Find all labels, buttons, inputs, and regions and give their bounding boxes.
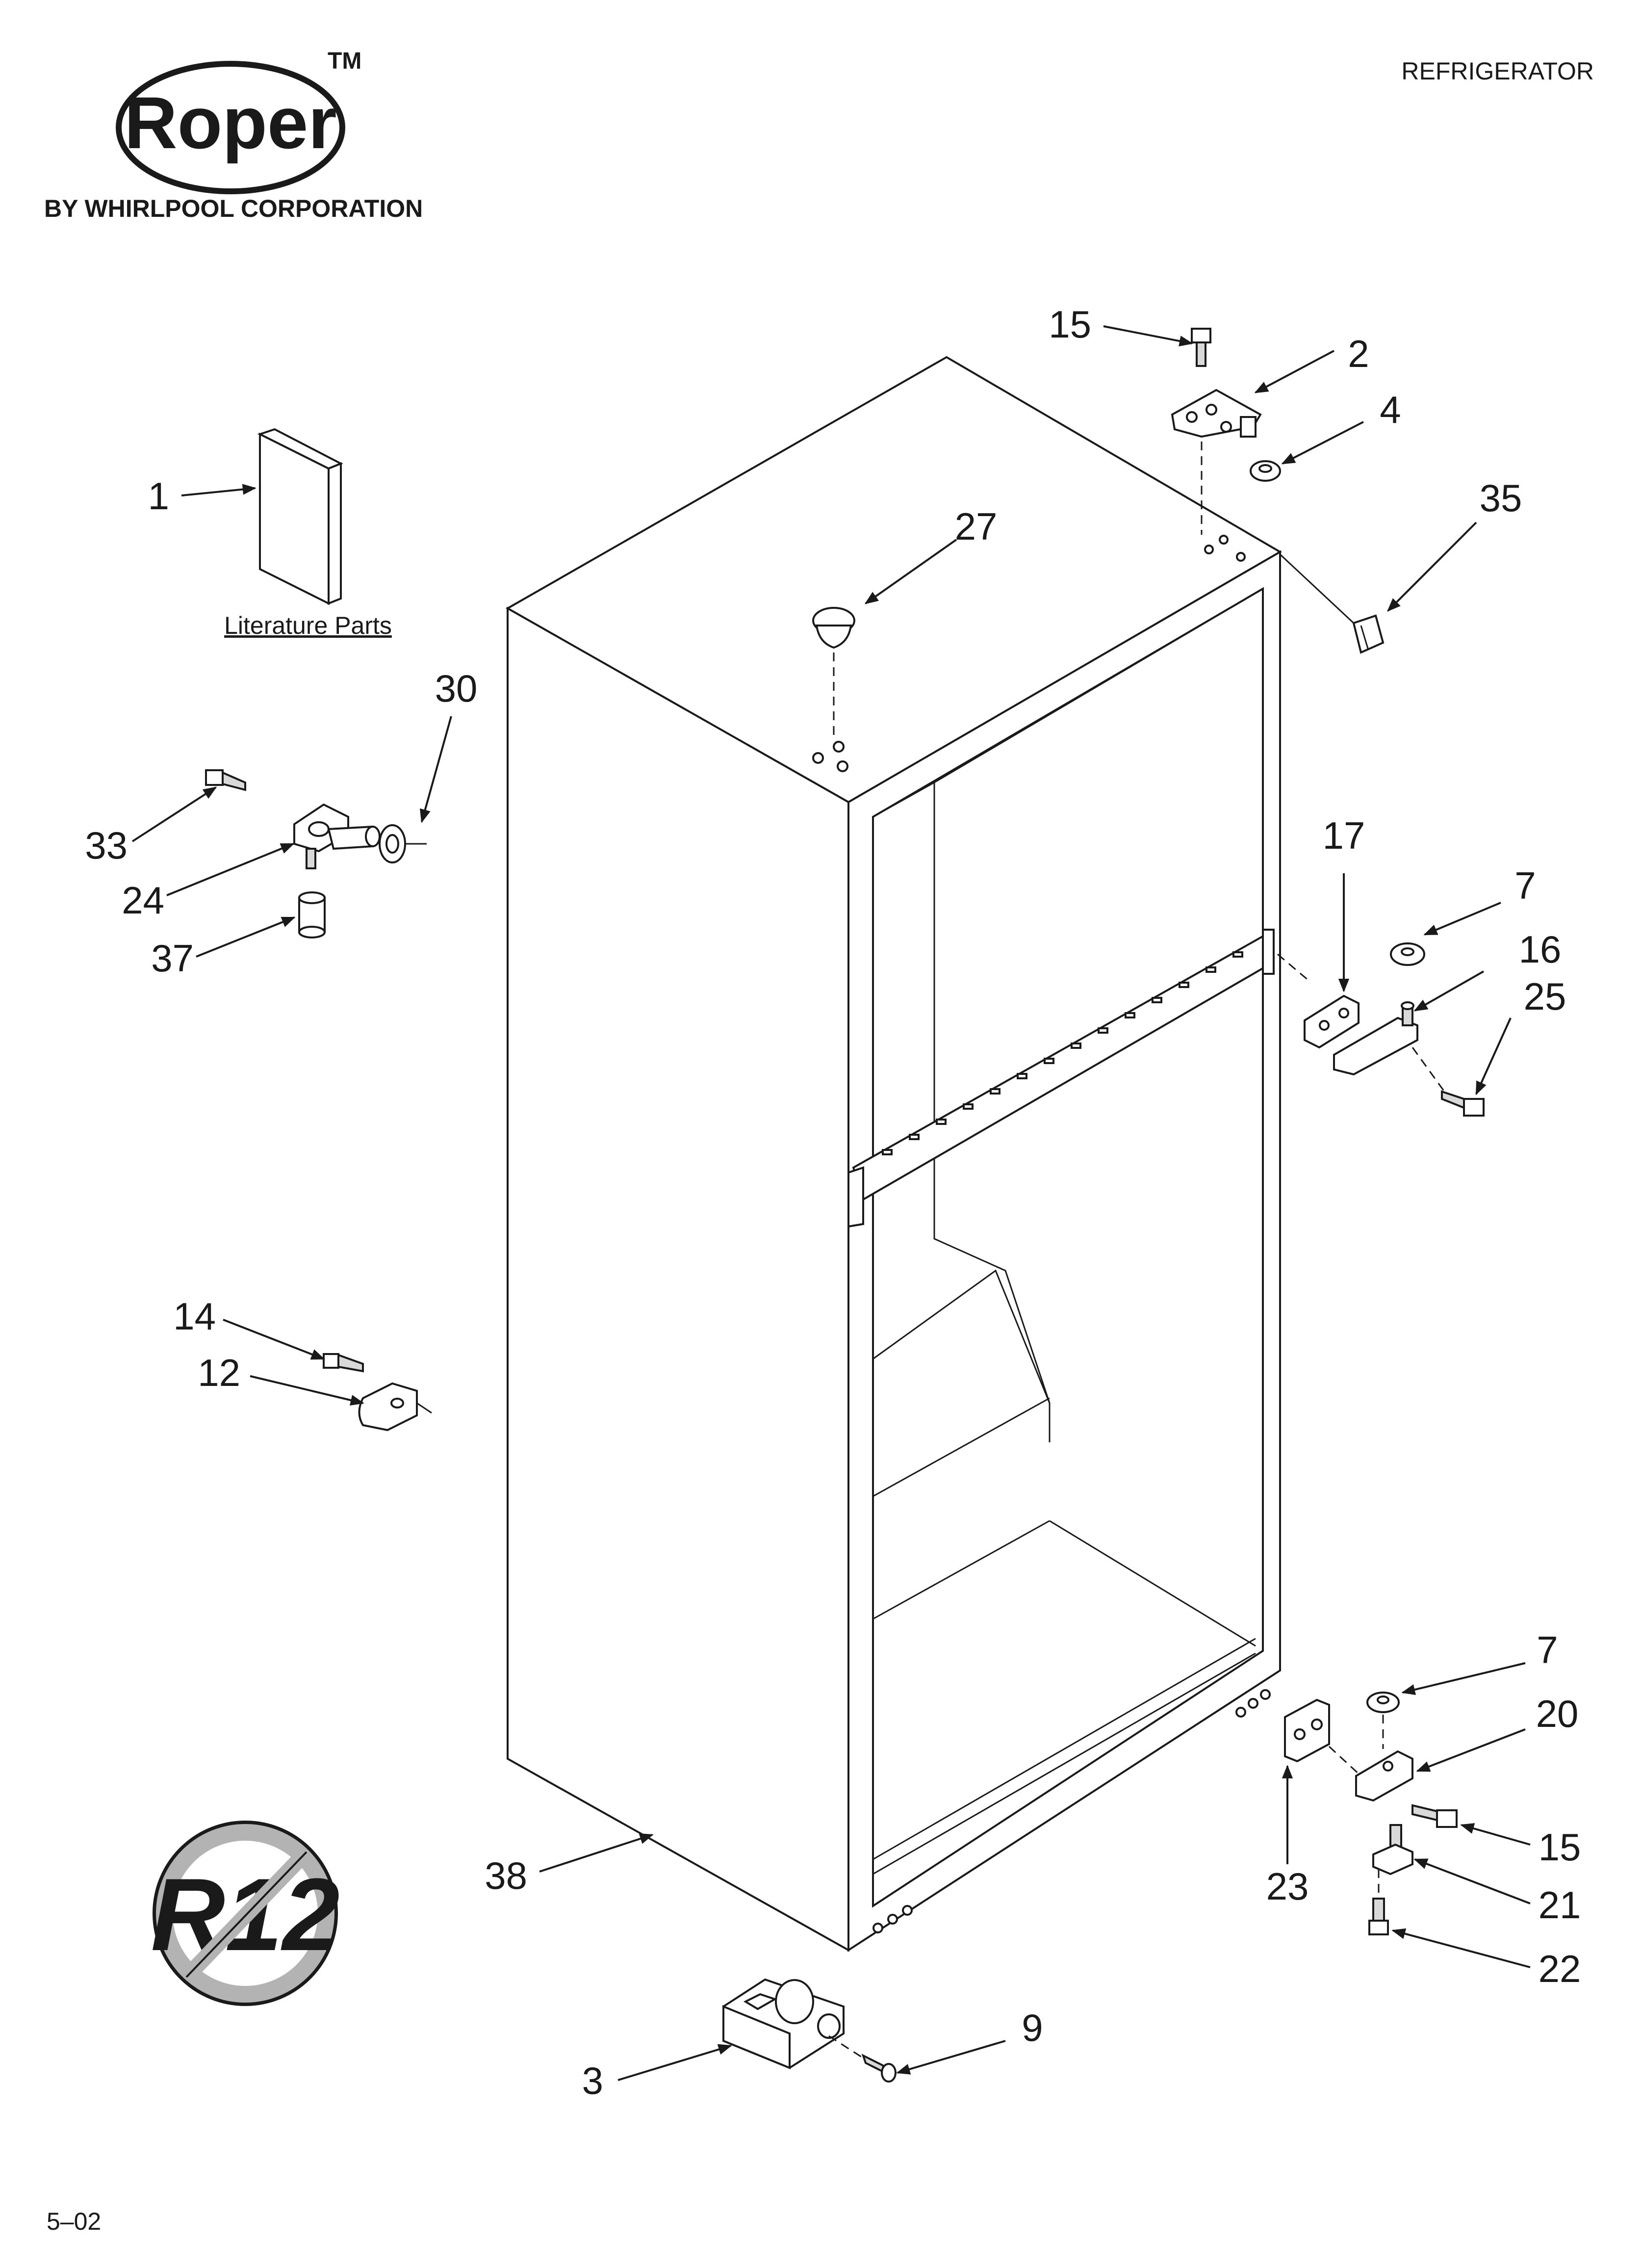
hinge-pin-21 [1372, 1824, 1413, 1876]
cabinet-front-frame [847, 550, 1281, 1952]
liner-floor-right [1049, 1520, 1256, 1647]
product-title: REFRIGERATOR [1401, 57, 1594, 85]
liner-left-wall [933, 782, 1051, 1442]
callout-27: 27 [955, 505, 998, 548]
hinge-clip-12 [358, 1382, 418, 1432]
r12-badge: R12 [151, 1821, 340, 2006]
cabinet-side-face [507, 606, 849, 1952]
callout-37: 37 [151, 937, 194, 980]
callout-15-bottom: 15 [1539, 1825, 1581, 1869]
brand-name: Roper [124, 81, 336, 164]
literature-label: Literature Parts [224, 612, 392, 639]
screw-14 [323, 1353, 364, 1373]
roller-wheel [775, 1979, 814, 2024]
callout-33: 33 [85, 824, 128, 867]
hinge-pin-24 [293, 803, 381, 869]
callout-21: 21 [1539, 1883, 1581, 1927]
bottom-hinge-centerline-1 [1328, 1746, 1362, 1777]
callout-20: 20 [1536, 1692, 1579, 1735]
screw-33 [205, 769, 246, 791]
roller-slot [743, 1993, 777, 2010]
callout-25: 25 [1524, 975, 1566, 1018]
liner-shelf-edge [872, 1269, 1051, 1404]
callout-7-bottom: 7 [1537, 1628, 1558, 1671]
literature-parts: Literature Parts [224, 428, 392, 639]
callout-15-top: 15 [1049, 303, 1091, 346]
center-hinge-bracket-16 [1333, 1001, 1418, 1076]
callout-1: 1 [148, 474, 169, 518]
rail-slots [882, 951, 1243, 1155]
callout-2: 2 [1348, 332, 1369, 375]
brand-logo: Roper TM [116, 48, 361, 194]
bottom-hinge-bracket-20 [1355, 1750, 1413, 1802]
roller-assembly-3 [722, 1978, 845, 2069]
roller-boss [817, 2013, 841, 2039]
washer-30 [379, 824, 406, 863]
roller-centerline [828, 2035, 864, 2059]
callout-9: 9 [1022, 2006, 1043, 2049]
liner-floor-left [872, 1520, 1050, 1620]
screw-22 [1368, 1898, 1389, 1935]
screw-25 [1441, 1090, 1485, 1117]
callout-12: 12 [198, 1351, 240, 1394]
top-hinge-plate [1171, 389, 1262, 438]
callout-16: 16 [1519, 928, 1562, 971]
hinge-cap-35 [1352, 614, 1385, 654]
date-code: 5–02 [47, 2208, 101, 2235]
bottom-hinge-washer-7 [1366, 1692, 1400, 1713]
top-hinge-holes [812, 535, 1246, 772]
callout-17: 17 [1323, 814, 1365, 857]
callout-30: 30 [435, 667, 478, 710]
liner-bottom-edge-2 [872, 1638, 1256, 1860]
trademark-symbol: TM [328, 48, 361, 74]
callout-7-center: 7 [1514, 864, 1536, 907]
liner-bottom-edge [872, 1652, 1256, 1875]
center-hinge-centerline-2 [1411, 1047, 1445, 1092]
callout-24: 24 [122, 879, 164, 922]
refrigerator-cabinet [505, 356, 1282, 1952]
frame-top-inner [872, 588, 1263, 818]
clip-12-line [416, 1402, 432, 1414]
bottom-hinge-shim-23 [1284, 1698, 1330, 1763]
center-hinge-plate-17 [1304, 994, 1360, 1049]
callout-22: 22 [1539, 1947, 1581, 1990]
callout-38: 38 [485, 1854, 527, 1897]
roller-front [722, 2005, 791, 2069]
bottom-hinge-holes [872, 1689, 1271, 1933]
callout-35: 35 [1480, 476, 1522, 520]
callout-23: 23 [1266, 1865, 1309, 1908]
center-hinge-centerline-1 [1277, 953, 1310, 982]
callout-14: 14 [173, 1295, 216, 1338]
rail-end-right [1262, 929, 1275, 975]
callout-4: 4 [1380, 388, 1401, 431]
callout-labels: 1 2 3 4 7 7 9 12 14 15 15 16 17 20 21 22… [85, 303, 1581, 2102]
divider-rail [847, 929, 1275, 1228]
roller-pin-9 [861, 2054, 897, 2083]
top-plug-27 [812, 607, 855, 649]
spacer-37 [298, 891, 326, 938]
screw-15-bottom [1411, 1804, 1458, 1828]
top-hinge-washer [1250, 460, 1281, 482]
brand-subtitle: BY WHIRLPOOL CORPORATION [44, 195, 423, 222]
rail-end-left [847, 1166, 864, 1228]
cap-35-line [1279, 553, 1355, 624]
callout-3: 3 [582, 2059, 603, 2102]
leader-lines [131, 325, 1531, 2081]
literature-booklet-spine [328, 462, 342, 605]
screw-15-top [1191, 328, 1211, 367]
center-hinge-washer-7 [1390, 942, 1425, 966]
liner-crisper-top [872, 1397, 1050, 1497]
